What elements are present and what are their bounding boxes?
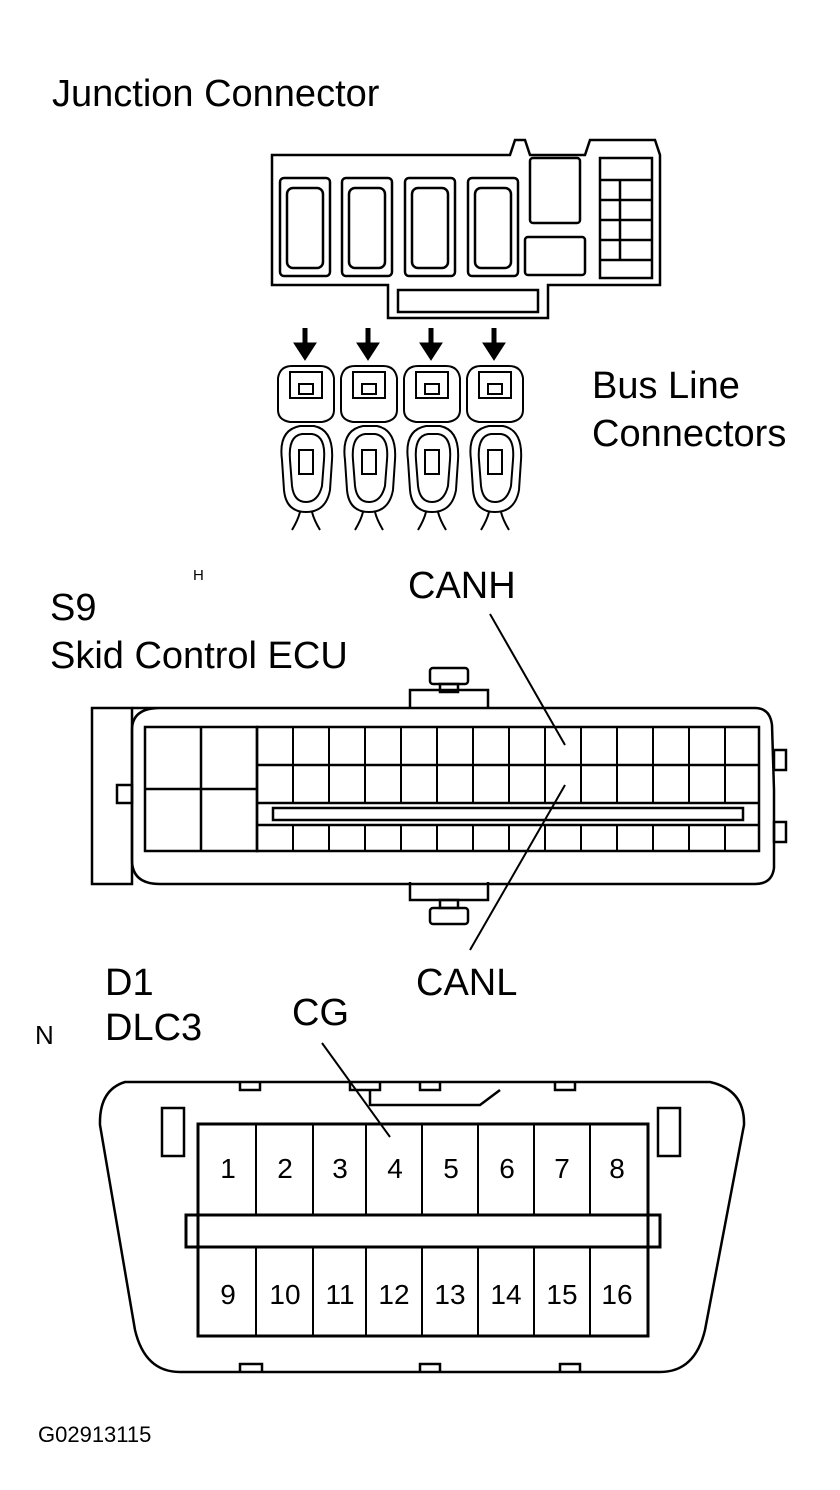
- s9-code-label: S9: [50, 587, 96, 629]
- junction-connector: [270, 138, 662, 320]
- dlc3-pin-3: 3: [332, 1153, 348, 1184]
- s9-name-label: Skid Control ECU: [50, 635, 348, 677]
- bus-line-connector-3: [403, 365, 461, 531]
- canh-leader-line: [489, 613, 566, 746]
- bus-line-connector-1: [277, 365, 335, 531]
- bus-line-connectors: [277, 365, 524, 531]
- dlc3-pin-5: 5: [443, 1153, 459, 1184]
- dlc3-pin-4: 4: [387, 1153, 403, 1184]
- bus-line-label-line2: Connectors: [592, 413, 786, 455]
- dlc3-pin-10: 10: [269, 1279, 300, 1310]
- dlc3-pin-7: 7: [554, 1153, 570, 1184]
- cg-label: CG: [292, 992, 349, 1034]
- dlc3-pin-16: 16: [601, 1279, 632, 1310]
- dlc3-pin-labels-bottom: 9 10 11 12 13 14 15 16: [220, 1279, 632, 1310]
- dlc3-pin-13: 13: [434, 1279, 465, 1310]
- arrow-down-icon: [482, 328, 506, 361]
- arrow-down-icon: [356, 328, 380, 361]
- canh-label: CANH: [408, 565, 516, 607]
- n-mark: N: [35, 1020, 54, 1050]
- arrow-down-icon: [293, 328, 317, 361]
- dlc3-pin-8: 8: [609, 1153, 625, 1184]
- dlc3-pin-9: 9: [220, 1279, 236, 1310]
- h-mark: H: [193, 567, 204, 584]
- dlc3-connector: [98, 1080, 746, 1374]
- canl-leader-line: [469, 784, 566, 951]
- bus-line-connector-2: [340, 365, 398, 531]
- d1-code-label: D1: [105, 962, 154, 1004]
- figure-id: G02913115: [38, 1422, 151, 1447]
- insertion-arrows: [293, 328, 506, 361]
- dlc3-pin-11: 11: [325, 1279, 354, 1310]
- bus-line-label-line1: Bus Line: [592, 365, 740, 407]
- dlc3-pin-labels-top: 1 2 3 4 5 6 7 8: [220, 1153, 625, 1184]
- canl-label: CANL: [416, 962, 517, 1004]
- dlc3-pin-6: 6: [499, 1153, 515, 1184]
- dlc3-pin-2: 2: [277, 1153, 293, 1184]
- d1-name-label: DLC3: [105, 1007, 202, 1049]
- dlc3-pin-14: 14: [490, 1279, 521, 1310]
- dlc3-pin-12: 12: [378, 1279, 409, 1310]
- bus-line-connector-4: [466, 365, 524, 531]
- arrow-down-icon: [419, 328, 443, 361]
- junction-connector-label: Junction Connector: [52, 73, 380, 115]
- skid-control-ecu-connector: [90, 666, 788, 926]
- dlc3-pin-15: 15: [546, 1279, 577, 1310]
- dlc3-pin-1: 1: [220, 1153, 236, 1184]
